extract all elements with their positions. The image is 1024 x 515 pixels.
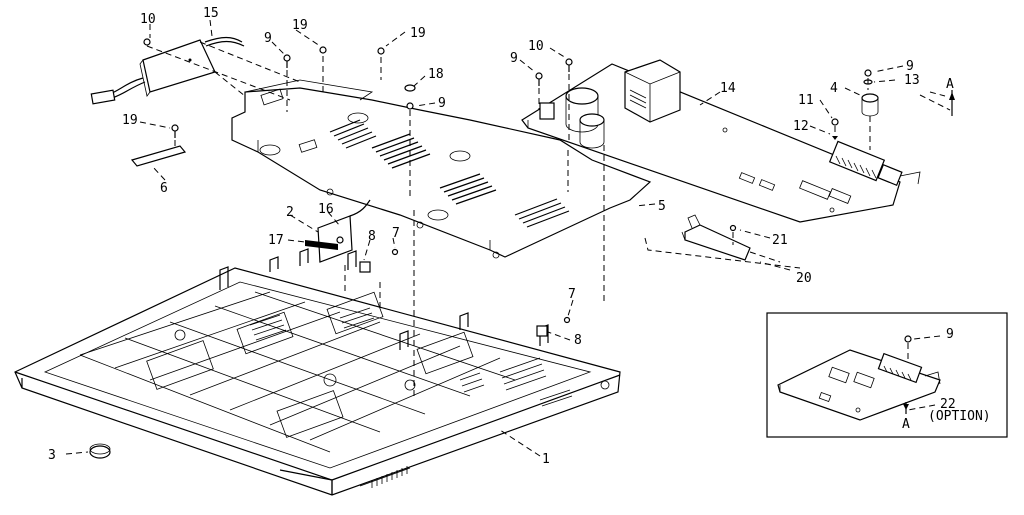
label-a-top: A [946, 77, 954, 92]
label-9b: 9 [438, 96, 446, 111]
label-9e: 9 [946, 327, 954, 342]
label-21: 21 [772, 233, 788, 248]
label-10a: 10 [140, 12, 156, 27]
label-8b: 8 [574, 333, 582, 348]
label-16-visible: 16 [318, 202, 334, 217]
leader-lines [65, 19, 955, 457]
label-9a: 9 [264, 31, 272, 46]
label-3: 3 [48, 448, 56, 463]
power-board-15 [90, 36, 245, 105]
tray-hatch [249, 307, 573, 407]
label-option: (OPTION) [928, 409, 991, 424]
label-15: 15 [203, 6, 219, 21]
standoff-4 [861, 93, 879, 117]
bracket-20 [681, 214, 751, 261]
small-parts [89, 38, 912, 459]
label-6: 6 [160, 181, 168, 196]
label-18: 18 [428, 67, 444, 82]
option-inset [766, 312, 1008, 438]
label-10b: 10 [528, 39, 544, 54]
label-19a: 19 [292, 18, 308, 33]
label-1: 1 [542, 452, 550, 467]
front-vent-slots [371, 466, 408, 488]
option-board-22 [777, 349, 941, 421]
label-22: 22 [940, 397, 956, 412]
base-tray [14, 239, 621, 496]
label-9d: 9 [906, 59, 914, 74]
label-12: 12 [793, 119, 809, 134]
label-2: 2 [286, 205, 294, 220]
screw-icon [283, 54, 912, 343]
board-connectors [722, 127, 921, 213]
assembly-lines [146, 41, 951, 400]
label-11: 11 [798, 93, 814, 108]
logic-board-14 [521, 59, 921, 223]
shield-plate [231, 79, 652, 259]
label-a-inset: A [902, 417, 910, 432]
plate-vent-slots [329, 119, 570, 228]
label-8a: 8 [368, 229, 376, 244]
label-19b: 19 [410, 26, 426, 41]
label-7b: 7 [568, 287, 576, 302]
label-14: 14 [720, 81, 736, 96]
label-20: 20 [796, 271, 812, 286]
part-labels: 10 15 9 19 19 18 9 19 6 9 10 14 11 12 4 … [48, 6, 991, 467]
bracket-16-17 [305, 199, 371, 263]
capacitors [539, 87, 605, 149]
label-13: 13 [904, 73, 920, 88]
label-4: 4 [830, 81, 838, 96]
label-9c: 9 [510, 51, 518, 66]
transformer [624, 59, 681, 123]
label-19c: 19 [122, 113, 138, 128]
label-5: 5 [658, 199, 666, 214]
tray-ribs [79, 291, 516, 453]
label-17-visible: 17 [268, 233, 284, 248]
label-7a: 7 [392, 226, 400, 241]
tray-posts [174, 239, 610, 391]
